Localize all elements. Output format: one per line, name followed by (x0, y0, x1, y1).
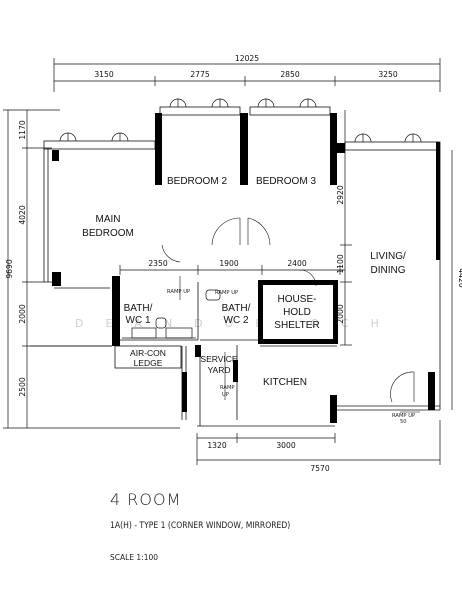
room-label-bath2-2: WC 2 (224, 315, 249, 326)
floor-plan: DEANDOB OCH (3, 54, 462, 473)
dim-top-1: 3150 (94, 70, 113, 79)
ramp-label-6: 50 (400, 419, 407, 425)
room-label-bedroom2: BEDROOM 2 (167, 176, 227, 187)
dim-top-3: 2850 (280, 70, 299, 79)
dim-bedroom3-depth: 2920 (336, 185, 345, 204)
dim-bottom-1: 1320 (207, 441, 226, 450)
room-label-service-1: SERVICE (200, 354, 237, 364)
dim-inner-3: 2400 (287, 259, 306, 268)
plan-title: 4 ROOM (110, 490, 182, 509)
ramp-label-5: RAMP UP (392, 413, 415, 419)
window-sashes (59, 98, 422, 143)
dim-living-gap: 1100 (336, 254, 345, 273)
room-label-shelter-3: SHELTER (274, 320, 319, 331)
room-label-shelter-1: HOUSE- (278, 294, 317, 305)
room-label-kitchen: KITCHEN (263, 377, 307, 388)
ramp-label-4: UP (222, 392, 229, 398)
dimension-lines (3, 58, 453, 465)
room-label-bath2-1: BATH/ (222, 303, 251, 314)
ramp-label-3: RAMP (220, 385, 235, 391)
dim-left-height: 9690 (5, 259, 14, 278)
room-label-bath1-2: WC 1 (126, 315, 151, 326)
dim-bottom-2: 3000 (276, 441, 295, 450)
room-label-living-2: DINING (371, 265, 406, 276)
dim-top-4: 3250 (378, 70, 397, 79)
ramp-label-2: RAMP UP (215, 290, 238, 296)
dim-bottom-width: 7570 (310, 464, 329, 473)
plan-scale: SCALE 1:100 (110, 553, 159, 562)
room-label-shelter-2: HOLD (283, 307, 311, 318)
dim-left-1: 1170 (18, 120, 27, 139)
dim-shelter-depth: 2000 (336, 304, 345, 323)
dim-left-3: 2000 (18, 304, 27, 323)
room-label-living-1: LIVING/ (370, 251, 406, 262)
ramp-label-1: RAMP UP (167, 289, 190, 295)
dim-left-4: 2500 (18, 377, 27, 396)
dim-top-2: 2775 (190, 70, 209, 79)
dim-overall-width: 12025 (235, 54, 259, 63)
watermark: DEANDOB OCH (75, 317, 401, 330)
dim-inner-2: 1900 (219, 259, 238, 268)
dim-left-2: 4020 (18, 205, 27, 224)
structural-walls (52, 113, 440, 423)
door-swings (161, 217, 415, 403)
room-label-main-bedroom-2: BEDROOM (82, 228, 134, 239)
room-label-aircon-2: LEDGE (134, 358, 163, 368)
room-label-aircon-1: AIR-CON (130, 348, 166, 358)
room-label-main-bedroom-1: MAIN (96, 214, 121, 225)
room-label-bath1-1: BATH/ (124, 303, 153, 314)
ramp-arrows (179, 276, 420, 413)
plan-subtitle: 1A(H) - TYPE 1 (CORNER WINDOW, MIRRORED) (110, 521, 291, 531)
dim-inner-1: 2350 (148, 259, 167, 268)
room-label-service-2: YARD (208, 365, 231, 375)
toilet-fixtures (122, 289, 221, 339)
dim-right-partial: 4420 (457, 268, 462, 287)
room-label-bedroom3: BEDROOM 3 (256, 176, 316, 187)
